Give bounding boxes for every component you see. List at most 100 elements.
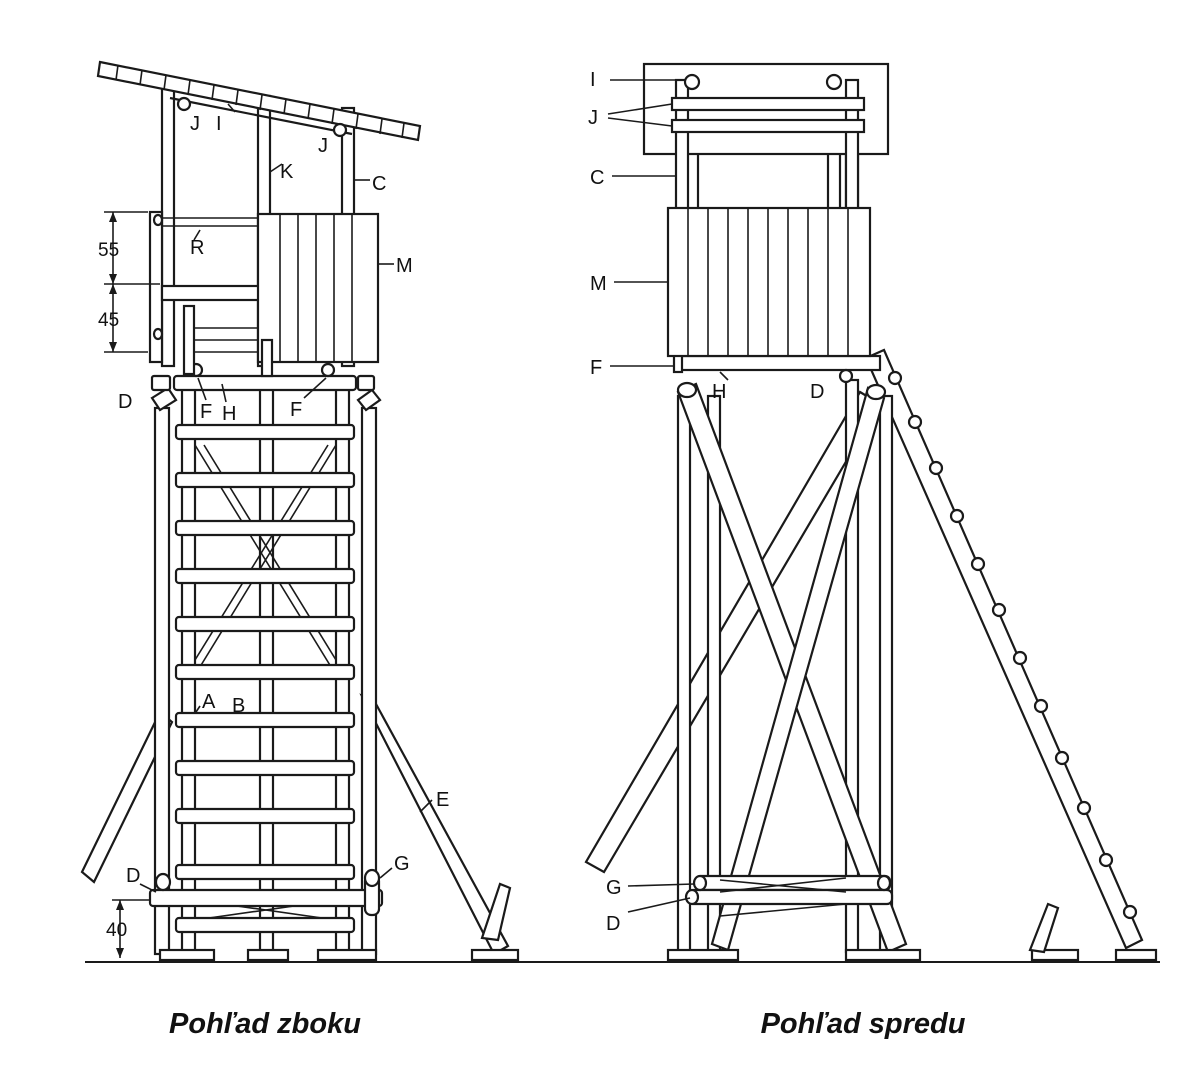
leader-line xyxy=(719,371,729,381)
front-rail-j-lower-front xyxy=(670,118,866,134)
ladder-rung xyxy=(174,807,356,825)
brace-rung xyxy=(1122,904,1138,920)
caption-side-view: Pohľad zboku xyxy=(169,1008,361,1040)
front-log-i-left-front xyxy=(683,73,701,91)
front-foot-pad xyxy=(1114,948,1158,962)
front-log-end xyxy=(876,874,892,892)
dimension-arrow xyxy=(109,274,117,284)
front-log-d xyxy=(838,368,854,384)
front-brace-end xyxy=(676,381,698,399)
label-f: F xyxy=(590,357,602,379)
label-h: H xyxy=(712,381,726,403)
side-roof-shingle xyxy=(355,113,359,130)
front-log-end xyxy=(684,888,700,906)
side-rafter-i xyxy=(169,96,353,136)
brace-rung xyxy=(949,508,965,524)
side-log-j-left xyxy=(176,96,192,112)
dimension-55: 55 xyxy=(98,240,119,261)
ladder-rung xyxy=(174,615,356,633)
side-brace-wedge xyxy=(480,882,512,942)
label-d: D xyxy=(810,381,824,403)
label-i: I xyxy=(590,69,596,91)
label-c: C xyxy=(372,173,386,195)
side-floor-joist-d xyxy=(150,374,172,392)
leader-line xyxy=(379,867,393,879)
brace-rung xyxy=(1033,698,1049,714)
side-roof-post-left xyxy=(160,82,176,368)
brace-rung xyxy=(1054,750,1070,766)
ladder-rung xyxy=(174,663,356,681)
side-roof-shingle xyxy=(379,118,383,135)
side-roof-shingle xyxy=(307,103,311,120)
ladder-rung xyxy=(174,567,356,585)
leader-line xyxy=(607,117,673,127)
front-lower-brace xyxy=(719,903,847,917)
dimension-45: 45 xyxy=(98,310,119,331)
front-rail-j-upper-front xyxy=(670,96,866,112)
label-d: D xyxy=(118,391,132,413)
front-bottom-crossbar-g xyxy=(694,874,892,892)
side-roof-shingle xyxy=(259,94,263,111)
brace-rung xyxy=(887,370,903,386)
ladder-rung xyxy=(174,519,356,537)
side-window-sill xyxy=(160,284,262,302)
leader-line xyxy=(197,377,207,401)
caption-front-view: Pohľad spredu xyxy=(760,1008,966,1040)
side-post-left xyxy=(153,406,171,956)
label-r: R xyxy=(190,237,204,259)
side-frame-peg xyxy=(152,327,164,341)
label-f: F xyxy=(290,399,302,421)
front-platform-beam xyxy=(674,354,882,372)
label-h: H xyxy=(222,403,236,425)
dimension-arrow xyxy=(109,212,117,222)
ladder-rung xyxy=(174,471,356,489)
dimension-arrow xyxy=(109,284,117,294)
leader-line xyxy=(607,103,673,115)
ladder-rung xyxy=(174,916,356,934)
label-b: B xyxy=(232,695,245,717)
brace-rung xyxy=(1012,650,1028,666)
side-foot-pad xyxy=(158,948,216,962)
label-j: J xyxy=(318,135,328,157)
front-lower-brace xyxy=(719,879,847,893)
side-inner-post xyxy=(182,304,196,376)
side-bottom-crossbar-d xyxy=(148,888,384,908)
side-bottom-log-g-end xyxy=(363,868,381,888)
side-foot-pad xyxy=(470,948,520,962)
leader-line xyxy=(195,705,201,713)
leader-line xyxy=(269,163,283,173)
label-g: G xyxy=(606,877,622,899)
front-lower-brace xyxy=(719,877,847,893)
leader-line xyxy=(221,383,227,403)
ladder-rung xyxy=(174,711,356,729)
side-foot-pad xyxy=(246,948,290,962)
side-cladding-m xyxy=(256,212,380,364)
label-c: C xyxy=(590,167,604,189)
front-foot-pad xyxy=(844,948,922,962)
dimension-arrow xyxy=(109,342,117,352)
label-i: I xyxy=(216,113,222,135)
label-j: J xyxy=(190,113,200,135)
side-roof-shingle xyxy=(115,64,119,81)
label-k: K xyxy=(280,161,294,183)
brace-rung xyxy=(970,556,986,572)
brace-rung xyxy=(991,602,1007,618)
side-bottom-log-end xyxy=(154,872,172,892)
side-floor-joist-right xyxy=(356,374,376,392)
side-frame-peg xyxy=(152,213,164,227)
side-view: J I J K C R M D F H F A B E D G 55 45 40 xyxy=(80,60,520,962)
label-d: D xyxy=(126,865,140,887)
leader-line xyxy=(303,377,327,399)
side-roof-shingle xyxy=(139,69,143,86)
front-brace-wedge xyxy=(1028,902,1060,954)
side-foot-pad xyxy=(316,948,378,962)
side-roof xyxy=(96,60,422,142)
brace-rung xyxy=(928,460,944,476)
side-log-f-right xyxy=(320,362,336,378)
front-foot-pad xyxy=(1030,948,1080,962)
label-m: M xyxy=(396,255,413,277)
side-brace-e xyxy=(359,693,510,956)
label-f: F xyxy=(200,401,212,423)
leader-line xyxy=(419,799,433,813)
